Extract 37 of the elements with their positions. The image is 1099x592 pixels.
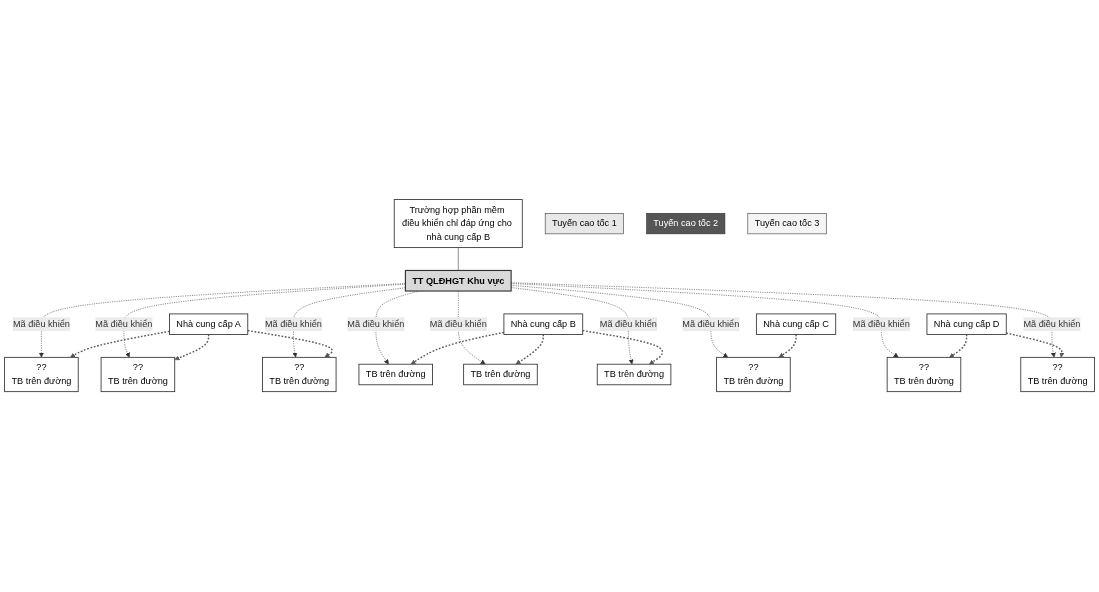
edge-label: Mã điều khiển [852,319,910,330]
arrow [778,334,797,358]
arrow [582,330,664,365]
node-box: Nhà cung cấp C [755,313,837,336]
node-box: ?? TB trên đường [1020,357,1095,393]
node-box: Nhà cung cấp B [503,313,584,336]
edge-label: Mã điều khiển [347,319,405,330]
edge-label: Mã điều khiển [1023,319,1081,330]
node-box: Tuyến cao tốc 2 [646,213,726,235]
edge-label: Mã điều khiển [12,319,70,330]
node-box: TB trên đường [463,364,538,386]
arrow [949,334,968,358]
node-box: Tuyến cao tốc 3 [747,213,827,235]
node-box: TB trên đường [358,364,433,386]
node-box: Nhà cung cấp D [926,313,1007,336]
node-box: TT QLĐHGT Khu vực [404,270,512,292]
node-box: Tuyến cao tốc 1 [544,213,624,235]
arrow [410,332,505,365]
edge-label: Mã điều khiển [429,319,487,330]
arrow [174,334,210,361]
arrow [247,330,333,358]
node-box: ?? TB trên đường [886,357,962,393]
edge-label: Mã điều khiển [95,319,153,330]
arrow [70,331,171,358]
node-box: ?? TB trên đường [4,357,79,393]
connector [458,247,459,272]
arrow [1005,332,1065,358]
edge-label: Mã điều khiển [599,319,657,330]
node-box: Nhà cung cấp A [169,313,249,336]
node-box: ?? TB trên đường [262,357,337,393]
edge-label: Mã điều khiển [264,319,322,330]
node-box: TB trên đường [596,364,672,386]
edge-label: Mã điều khiển [682,319,740,330]
arrow [515,334,544,365]
node-box: ?? TB trên đường [100,357,176,393]
node-box: ?? TB trên đường [716,357,791,393]
node-box: Trường hợp phần mềm điều khiển chỉ đáp ứng cho nhà cung cấp B [393,199,523,249]
